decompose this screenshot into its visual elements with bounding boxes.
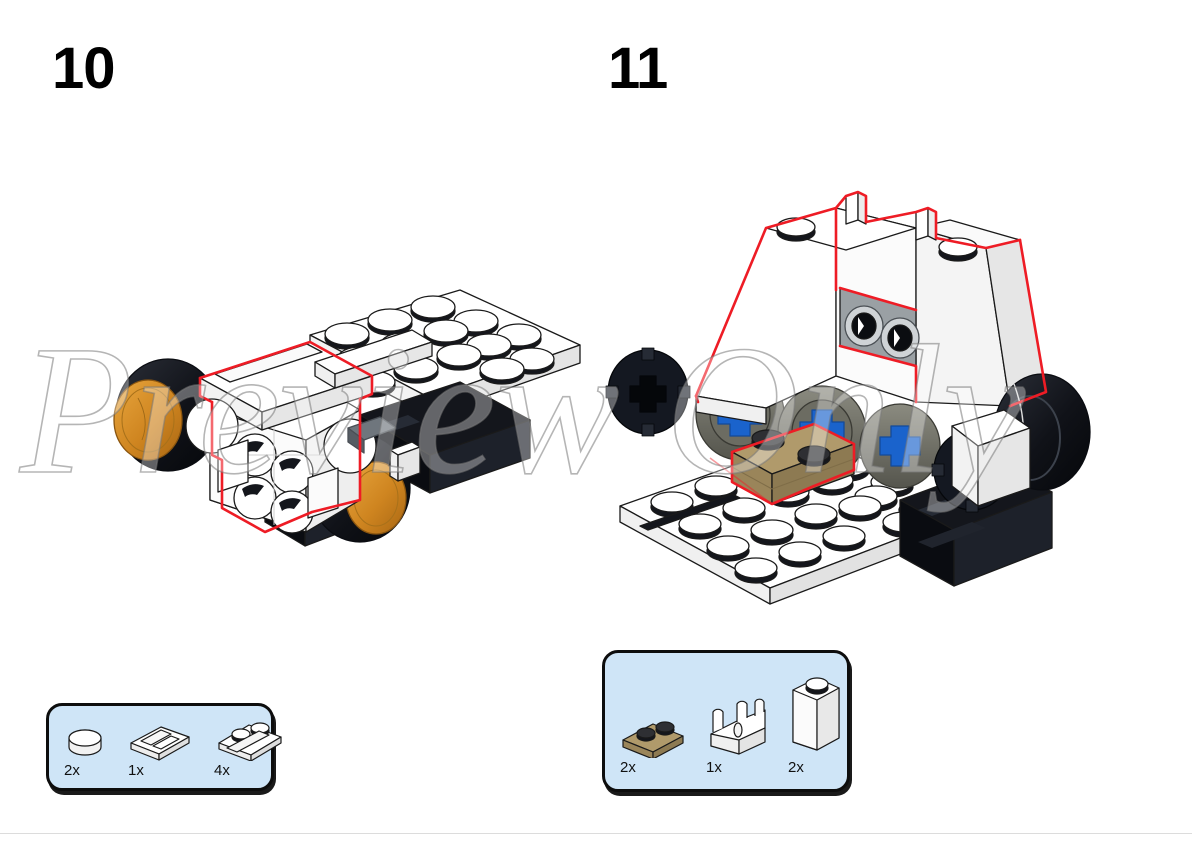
brick-1x2-with-clips-icon	[710, 698, 766, 755]
part-item: 1x	[127, 721, 193, 778]
part-quantity: 2x	[788, 759, 804, 776]
part-quantity: 1x	[128, 762, 144, 779]
page-footer-divider	[0, 833, 1192, 834]
part-item: 4x	[213, 717, 287, 778]
tile-1x2-with-rail-icon	[218, 722, 282, 761]
part-quantity: 1x	[706, 759, 722, 776]
part-item: 1x	[705, 698, 771, 775]
plate-1x2-with-groove-icon	[130, 726, 190, 761]
step-11-model-illustration	[600, 170, 1160, 640]
part-item: 2x	[63, 727, 107, 778]
round-tile-1x1-icon	[68, 729, 102, 756]
step-number-10: 10	[52, 36, 116, 101]
step-number-11: 11	[608, 36, 668, 101]
step-10-model-illustration	[60, 250, 600, 580]
part-item: 2x	[787, 672, 849, 775]
plate-1x2-dark-tan-icon	[622, 721, 684, 758]
part-quantity: 2x	[620, 759, 636, 776]
part-quantity: 2x	[64, 762, 80, 779]
step-10-parts-callout: 2x 1x	[46, 703, 282, 791]
part-quantity: 4x	[214, 762, 230, 779]
step-11-parts-callout: 2x 1x	[602, 650, 850, 792]
slope-brick-icon	[792, 677, 840, 751]
part-item: 2x	[619, 712, 689, 775]
